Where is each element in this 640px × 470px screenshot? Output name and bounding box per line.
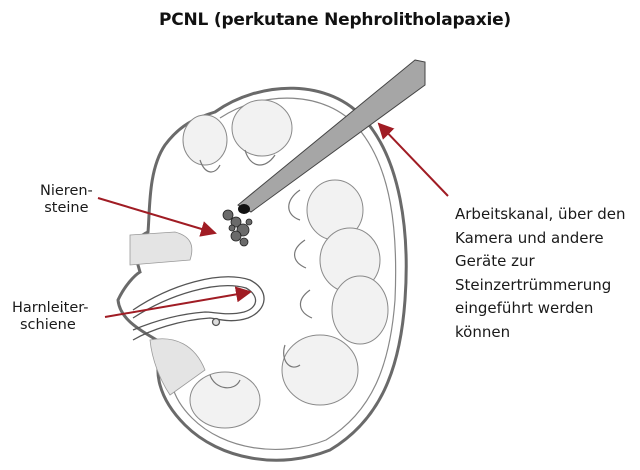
- hilum-shading: [129, 231, 206, 396]
- calyx-outlines: [199, 149, 313, 389]
- arrow-stent: [104, 286, 252, 318]
- label-line: Arbeitskanal, über den: [455, 205, 626, 223]
- label-line: steine: [44, 200, 89, 216]
- diagram-title: PCNL (perkutane Nephrolitholapaxie): [158, 10, 511, 30]
- kidney-stones: [222, 209, 253, 247]
- arrow-channel: [377, 122, 449, 197]
- label-line: Harnleiter-: [12, 300, 89, 316]
- label-kidney-stones: Nieren- steine: [40, 183, 93, 217]
- label-line: Geräte zur: [455, 252, 535, 270]
- arrow-stones: [97, 197, 217, 237]
- nephroscope-sheath: [237, 59, 426, 213]
- label-line: schiene: [20, 317, 76, 333]
- label-line: Nieren-: [40, 183, 93, 199]
- label-working-channel: Arbeitskanal, über den Kamera und andere…: [455, 203, 626, 344]
- label-line: eingeführt werden: [455, 299, 594, 317]
- kidney-capsule: [116, 86, 408, 462]
- label-line: Steinzertrümmerung: [455, 275, 612, 294]
- label-line: können: [455, 322, 511, 341]
- ureteral-stent: [132, 276, 265, 341]
- label-ureteral-stent: Harnleiter- schiene: [12, 300, 89, 334]
- label-line: Kamera und andere: [455, 228, 604, 247]
- renal-pyramids: [182, 99, 389, 429]
- sheath-tip: [238, 204, 250, 214]
